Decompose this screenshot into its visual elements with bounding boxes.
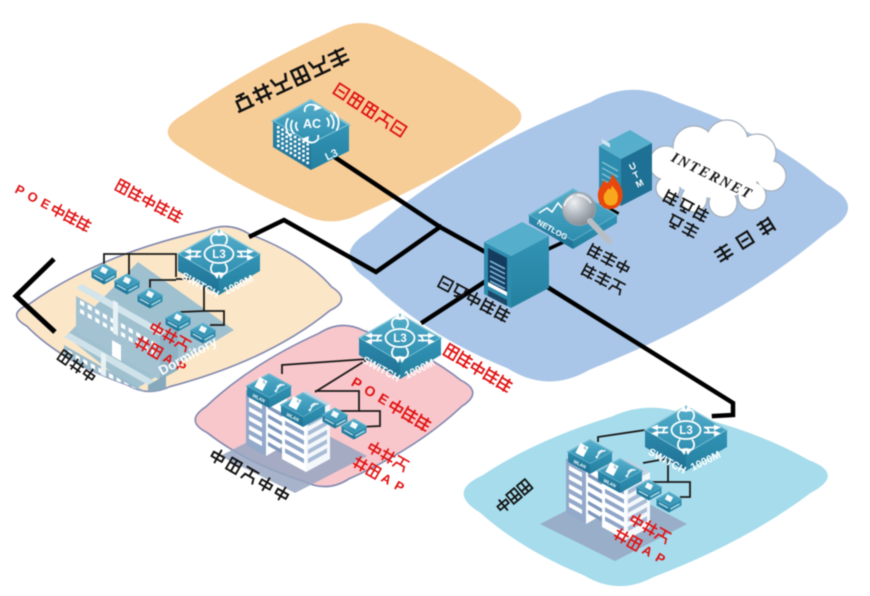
svg-text:U: U [627, 160, 637, 172]
svg-text:T: T [631, 169, 641, 181]
svg-text:P: P [392, 478, 407, 495]
svg-text:M: M [634, 177, 645, 189]
svg-text:AC: AC [303, 117, 321, 131]
svg-text:P: P [13, 182, 28, 199]
svg-text:O: O [25, 188, 41, 206]
svg-text:E: E [38, 195, 53, 212]
svg-text:A: A [379, 470, 395, 488]
svg-text:L3: L3 [323, 147, 340, 163]
